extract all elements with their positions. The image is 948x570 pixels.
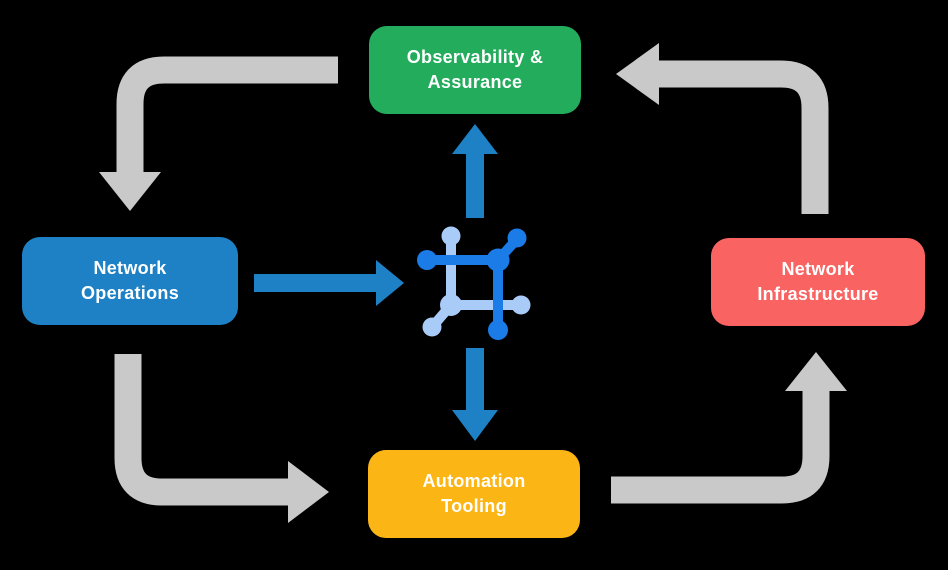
node-network-infrastructure: Network Infrastructure <box>711 238 925 326</box>
arrow-operations-to-automation <box>114 354 329 523</box>
node-automation-tooling: Automation Tooling <box>368 450 580 538</box>
node-observability-assurance-label-line2: Assurance <box>427 72 523 92</box>
network-platform-icon <box>417 226 531 340</box>
node-network-infrastructure-label-line1: Network <box>781 259 855 279</box>
network-platform-icon-light-strands <box>422 226 531 337</box>
network-platform-icon-dark-strands <box>417 228 527 340</box>
node-automation-tooling-label-line2: Tooling <box>441 496 507 516</box>
arrow-observability-to-operations <box>99 56 338 211</box>
node-network-infrastructure-label-line2: Infrastructure <box>757 284 879 304</box>
arrow-platform-to-observability-head <box>452 124 498 154</box>
arrow-infrastructure-to-observability <box>616 43 829 214</box>
node-automation-tooling-label-line1: Automation <box>422 471 526 491</box>
arrow-platform-to-automation-head <box>452 410 498 441</box>
node-observability-assurance: Observability & Assurance <box>369 26 581 114</box>
arrow-operations-to-platform <box>254 260 404 306</box>
node-network-operations-label-line2: Operations <box>80 283 180 303</box>
arrow-platform-to-observability <box>452 124 498 218</box>
blue-flow-arrows <box>254 124 498 441</box>
arrow-operations-to-platform-head <box>376 260 404 306</box>
arrow-automation-to-infrastructure <box>611 352 847 504</box>
arrow-observability-to-operations-head <box>99 172 161 211</box>
gray-cycle-arrows <box>99 43 847 523</box>
arrow-infrastructure-to-observability-head <box>616 43 659 105</box>
node-observability-assurance-label-line1: Observability & <box>406 47 544 67</box>
arrow-operations-to-automation-head <box>288 461 329 523</box>
arrow-platform-to-automation <box>452 348 498 441</box>
arrow-automation-to-infrastructure-head <box>785 352 847 391</box>
node-network-operations: Network Operations <box>22 237 238 325</box>
node-network-operations-label-line1: Network <box>93 258 167 278</box>
